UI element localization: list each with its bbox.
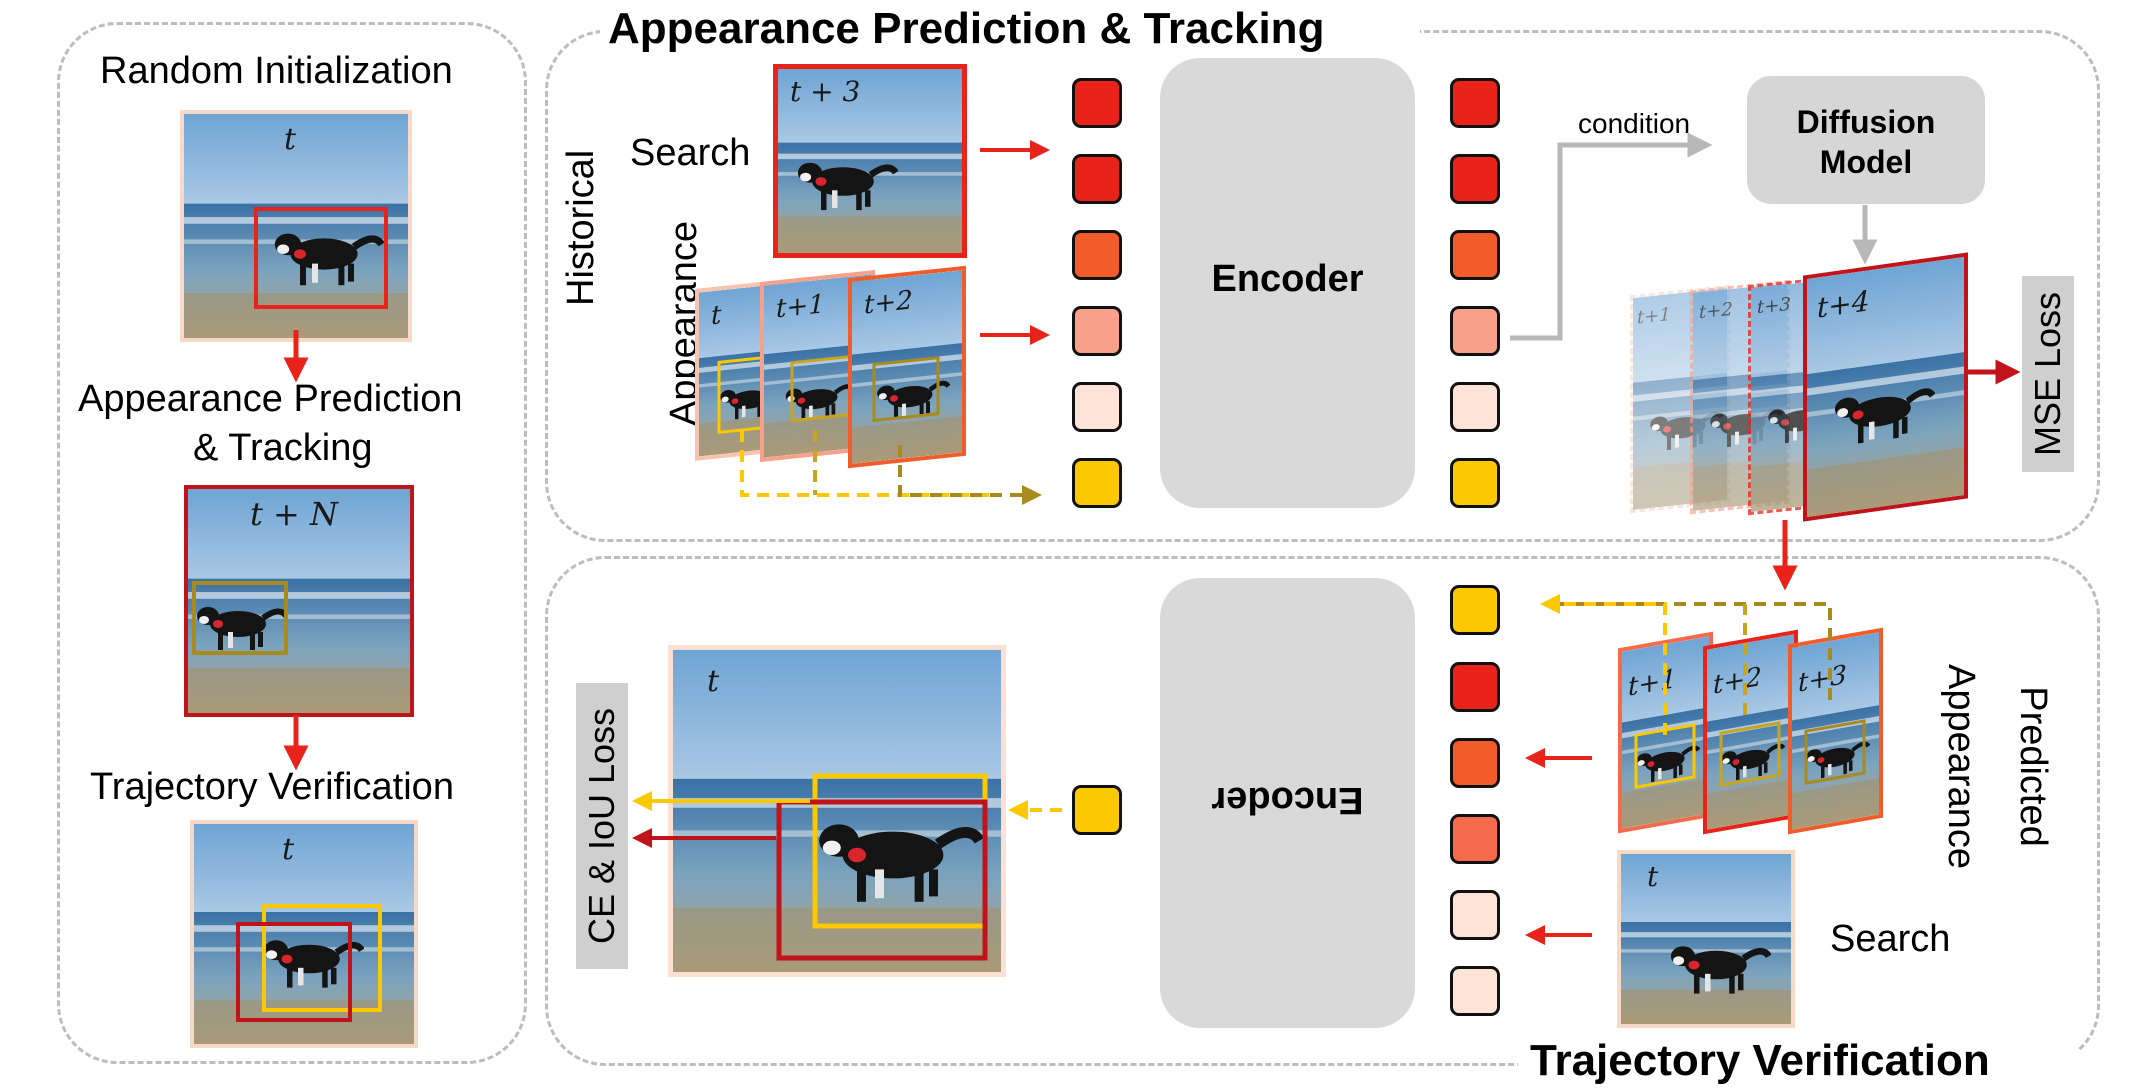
diffusion-label-1: Diffusion <box>1796 104 1936 140</box>
top-title-bg <box>600 0 1420 60</box>
top-search-frame: t + 3 <box>773 64 967 258</box>
left-appearance-title-2: & Tracking <box>193 427 373 469</box>
left-frame-tN-label: t + N <box>250 495 339 533</box>
top-token-out-4 <box>1450 306 1500 356</box>
top-token-out-2 <box>1450 154 1500 204</box>
top-panel-title: Appearance Prediction & Tracking <box>608 4 1325 53</box>
mse-loss-box: MSE Loss <box>2022 276 2074 472</box>
top-token-in-4 <box>1072 306 1122 356</box>
left-arrows <box>283 330 309 771</box>
top-encoder-label: Encoder <box>1211 258 1364 300</box>
condition-label: condition <box>1578 108 1691 139</box>
left-frame-t-bottom-label: t <box>282 832 295 867</box>
top-search-frame-label: t + 3 <box>790 75 861 108</box>
bottom-token-1 <box>1450 585 1500 635</box>
top-token-in-6 <box>1072 458 1122 508</box>
top-token-out-5 <box>1450 382 1500 432</box>
bottom-search-frame: t <box>1617 850 1795 1028</box>
left-frame-t-bottom: t <box>190 820 418 1048</box>
bottom-token-3 <box>1450 738 1500 788</box>
top-token-in-1 <box>1072 78 1122 128</box>
left-panel <box>57 22 527 1064</box>
diffusion-model-box: Diffusion Model <box>1747 76 1985 204</box>
bottom-token-2 <box>1450 662 1500 712</box>
bottom-pred-frame-2: t+3 <box>1788 627 1883 835</box>
hist-frame-2: t+2 <box>848 265 966 469</box>
random-init-title: Random Initialization <box>100 50 453 92</box>
diffusion-label-2: Model <box>1819 144 1913 180</box>
bottom-result-frame: t <box>668 645 1006 977</box>
bottom-title-bg <box>1518 1036 2078 1090</box>
left-trajectory-title: Trajectory Verification <box>90 766 454 808</box>
left-frame-t-label: t <box>284 122 297 157</box>
bottom-pred-frame-1: t+2 <box>1703 629 1798 835</box>
top-token-out-1 <box>1450 78 1500 128</box>
top-token-in-3 <box>1072 230 1122 280</box>
top-token-out-6 <box>1450 458 1500 508</box>
top-encoder: Encoder <box>1160 58 1415 508</box>
top-token-in-2 <box>1072 154 1122 204</box>
bottom-panel <box>545 556 2100 1066</box>
left-frame-tN: t + N <box>184 485 414 717</box>
bottom-token-5 <box>1450 890 1500 940</box>
bottom-token-4 <box>1450 814 1500 864</box>
left-appearance-title-1: Appearance Prediction <box>78 378 463 420</box>
bottom-search-label: Search <box>1830 918 1951 960</box>
bottom-search-frame-label: t <box>1647 860 1659 893</box>
bottom-token-6 <box>1450 966 1500 1016</box>
top-token-in-5 <box>1072 382 1122 432</box>
top-search-label: Search <box>630 132 751 174</box>
top-token-out-3 <box>1450 230 1500 280</box>
bottom-result-frame-label: t <box>707 664 720 699</box>
bottom-panel-title: Trajectory Verification <box>1530 1036 1990 1085</box>
bottom-token-single <box>1072 785 1122 835</box>
bottom-encoder: Encoder <box>1160 578 1415 1028</box>
ce-iou-loss-box: CE & IoU Loss <box>576 683 628 969</box>
